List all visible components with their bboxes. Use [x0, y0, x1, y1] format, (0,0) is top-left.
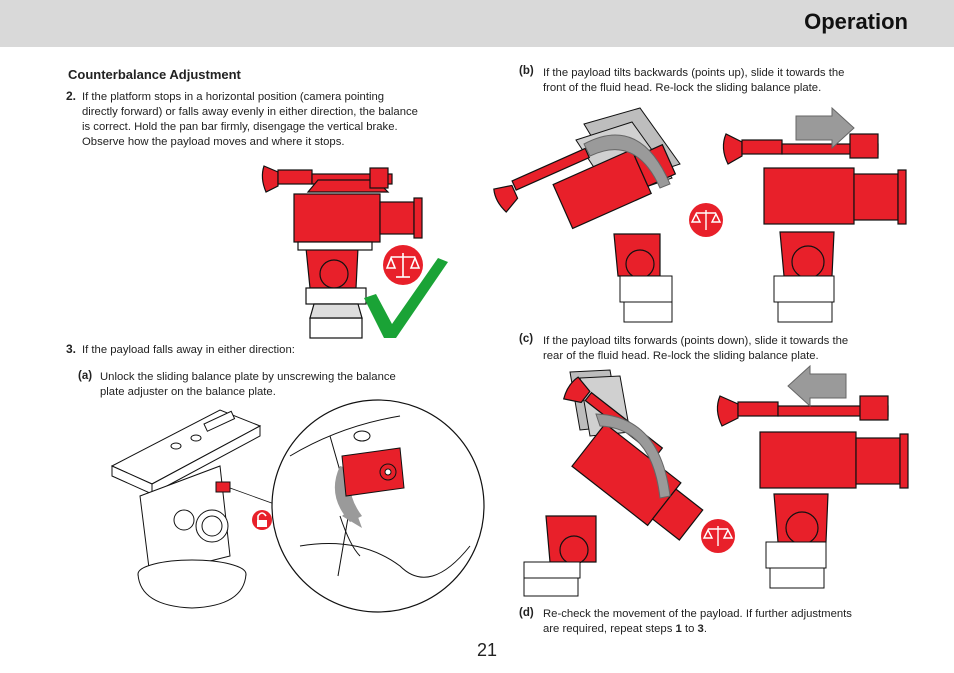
step-2-text: If the platform stops in a horizontal po…: [82, 91, 418, 148]
step-a-label: (a): [78, 370, 93, 382]
tilt-backwards-illustration: [493, 106, 907, 323]
step-d-label: (d): [519, 607, 534, 619]
section-subtitle: Counterbalance Adjustment: [68, 67, 241, 82]
step-b-text: If the payload tilts backwards (points u…: [543, 67, 845, 94]
page-number: 21: [477, 640, 498, 660]
tilt-forwards-illustration: [523, 364, 909, 597]
balance-plate-adjuster-illustration: [110, 399, 485, 613]
step-3-text: If the payload falls away in either dire…: [82, 344, 295, 356]
plate-adjuster-knob: [215, 481, 231, 493]
page-header: Operation: [0, 0, 954, 47]
check-icon: [364, 258, 448, 338]
page-title: Operation: [804, 9, 908, 34]
balanced-camera-illustration: [261, 165, 448, 339]
step-c-label: (c): [519, 333, 534, 345]
step-a-text: Unlock the sliding balance plate by unsc…: [100, 371, 396, 398]
zoom-detail-circle: [271, 399, 485, 613]
step-b-label: (b): [519, 65, 534, 77]
step-c-text: If the payload tilts forwards (points do…: [543, 335, 849, 362]
arrow-right-icon: [795, 106, 855, 150]
step-3-number: 3.: [66, 342, 77, 356]
step-d-text: Re-check the movement of the payload. If…: [543, 608, 852, 635]
step-2-number: 2.: [66, 89, 77, 103]
arrow-left-icon: [787, 364, 847, 408]
